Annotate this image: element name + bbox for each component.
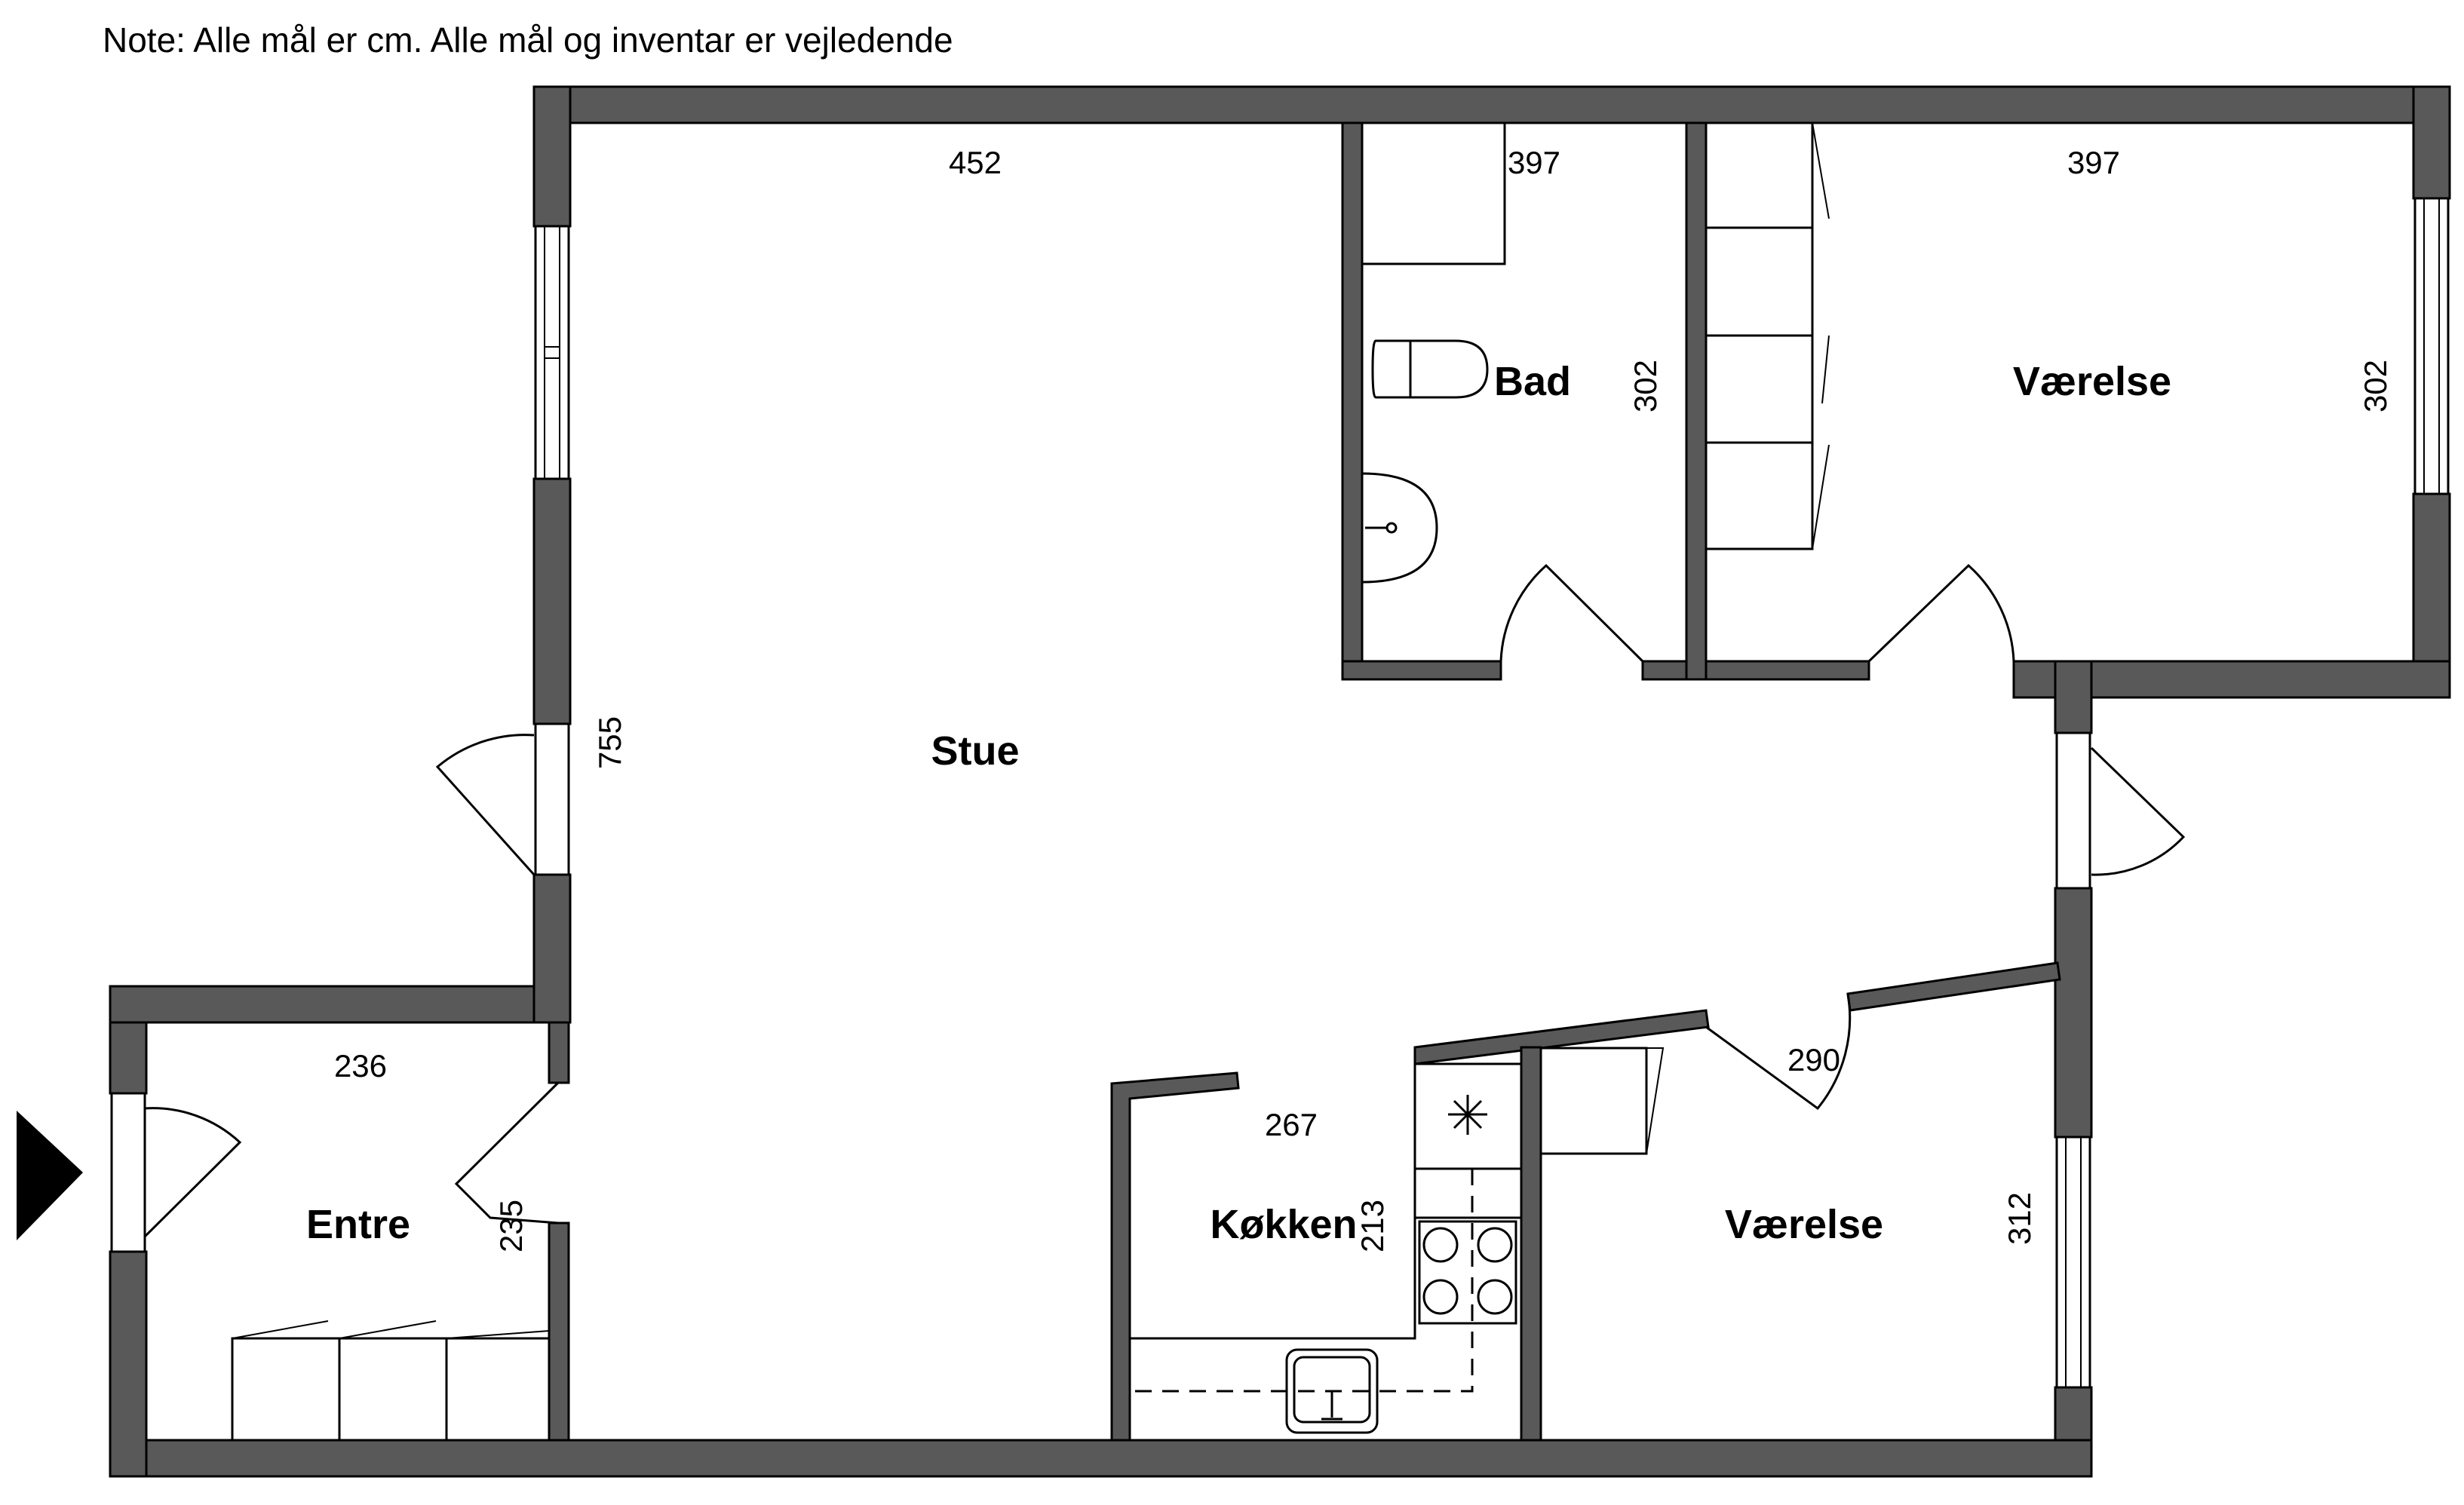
room-label-entre: Entre (306, 1202, 410, 1247)
walls (109, 85, 2451, 1478)
doors[interactable] (143, 563, 2186, 1240)
wall-step-mid (2054, 887, 2093, 1139)
window-vaerelse-top (2413, 197, 2450, 495)
wall-koekken-vaerelse-partition (1520, 1046, 1542, 1442)
wall-bad-bottom-a (1341, 660, 1502, 681)
room-label-vaerelse-top: Værelse (2013, 359, 2171, 404)
entrance-arrow-icon (17, 1111, 83, 1240)
windows (110, 197, 2450, 1389)
door-entrance[interactable] (143, 1107, 242, 1240)
wardrobe-bottom (1539, 1047, 1665, 1155)
sink-icon (1361, 472, 1438, 584)
room-label-stue: Stue (931, 728, 1019, 774)
wall-right-upper-a (2412, 85, 2451, 200)
door-right[interactable] (2090, 746, 2186, 876)
extractor-fan-icon (1448, 1095, 1487, 1135)
wall-entre-top (109, 985, 570, 1024)
dim-vaerelse-top-width: 397 (2067, 145, 2120, 180)
fixtures (231, 121, 1830, 1442)
wall-entre-partition-b (548, 1221, 570, 1442)
window-stue (534, 225, 570, 480)
door-opening-stue (534, 722, 570, 876)
wall-koekken-top (1413, 1009, 1710, 1065)
plan-note: Note: Alle mål er cm. Alle mål og invent… (103, 20, 953, 60)
wardrobe-entre (231, 1320, 551, 1442)
room-label-bad: Bad (1494, 359, 1571, 404)
door-vaerelse-bottom[interactable] (1705, 993, 1852, 1111)
kitchen-sink-icon (1285, 1348, 1379, 1434)
dim-bad-depth: 302 (1628, 360, 1663, 412)
room-labels: Stue Bad Værelse Entre Køkken Værelse (306, 359, 2171, 1247)
wall-entre-partition-a (548, 1021, 570, 1084)
toilet-icon (1371, 339, 1489, 399)
dim-vaerelse-bottom-width: 290 (1787, 1042, 1840, 1077)
wall-bad-bottom-b (1641, 660, 1870, 681)
wall-stue-left-b (532, 477, 572, 725)
wall-stue-left-a (532, 85, 572, 228)
door-vaerelse-top[interactable] (1867, 563, 2015, 663)
dimension-labels: 452 755 397 302 397 302 236 235 267 213 … (334, 145, 2393, 1252)
wall-bad-left (1341, 121, 1364, 679)
room-label-vaerelse-bottom: Værelse (1725, 1202, 1883, 1247)
dim-stue-depth: 755 (592, 716, 628, 769)
dim-bad-width: 397 (1508, 145, 1560, 180)
stove-icon (1418, 1220, 1517, 1325)
door-opening-entre (110, 1092, 146, 1253)
wall-vaerelse-bottom-top (1846, 961, 2061, 1012)
wall-bottom (109, 1439, 2093, 1478)
dim-stue-width: 452 (949, 145, 1002, 180)
door-entre-stue[interactable] (454, 1081, 560, 1225)
wall-top (532, 85, 2451, 124)
wall-left-lower (109, 1250, 148, 1478)
door-stue-left[interactable] (435, 734, 535, 876)
wall-koekken-left (1110, 1071, 1240, 1442)
dim-koekken-depth: 213 (1355, 1200, 1390, 1252)
shower-area (1362, 123, 1506, 265)
door-bad[interactable] (1499, 563, 1644, 663)
dim-vaerelse-top-depth: 302 (2358, 360, 2393, 412)
wall-stue-left-c (532, 873, 572, 1024)
wall-bad-vaerelse-partition (1685, 121, 1708, 681)
dim-vaerelse-bottom-depth: 312 (2002, 1192, 2037, 1245)
kitchen-counter (1130, 1062, 1521, 1393)
dim-entre-depth: 235 (493, 1200, 529, 1252)
wardrobe-top (1705, 121, 1830, 550)
dim-koekken-width: 267 (1265, 1107, 1318, 1142)
room-label-koekken: Køkken (1210, 1202, 1357, 1247)
window-vaerelse-bottom (2055, 1136, 2091, 1389)
door-opening-right (2055, 731, 2091, 890)
wall-step-upper (2054, 660, 2093, 734)
dim-entre-width: 236 (334, 1048, 387, 1084)
